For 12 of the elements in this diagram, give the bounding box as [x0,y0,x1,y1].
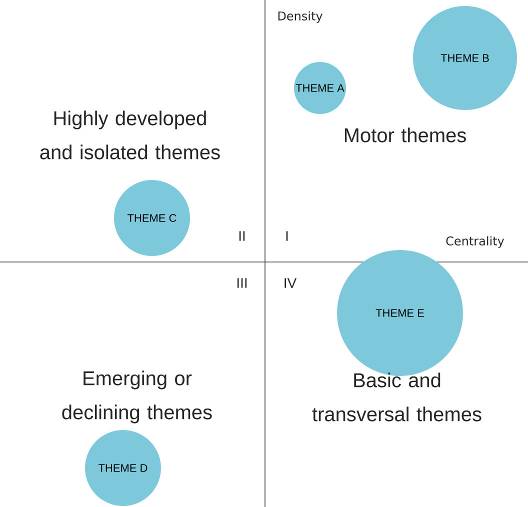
quadrant-number: IV [284,278,297,288]
axis-label: Centrality [446,236,504,248]
quadrant-label: Highly developed and isolated themes [40,110,220,160]
quadrant-number: II [239,231,245,241]
theme-bubble: THEME A [294,62,346,114]
theme-bubble: THEME B [413,6,517,110]
quadrant-number: I [286,231,288,241]
quadrant-label: Motor themes [344,128,466,142]
axis-label: Density [278,11,322,23]
theme-bubble: THEME C [114,180,190,256]
theme-bubble: THEME D [85,430,161,506]
quadrant-number: III [237,278,247,288]
